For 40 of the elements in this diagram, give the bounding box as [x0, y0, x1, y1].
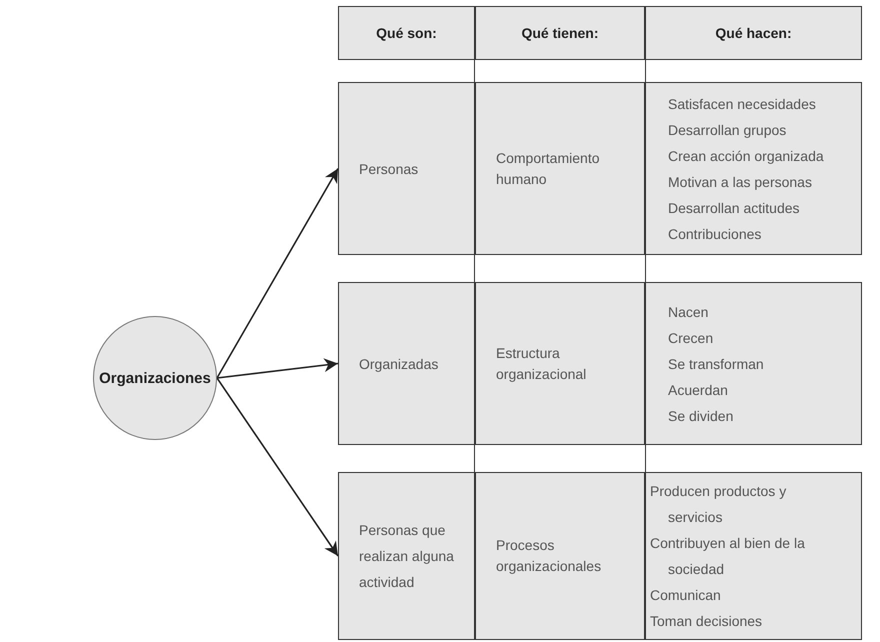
header-cell: [338, 6, 475, 60]
arrow: [216, 358, 338, 379]
list-item: Producen productos y servicios: [649, 482, 788, 527]
list-item: Toman decisiones: [649, 612, 764, 631]
list-item: Contribuyen al bien de la sociedad: [649, 534, 806, 579]
list-item: Acuerdan: [667, 380, 729, 400]
table-cell: [645, 82, 862, 255]
cell-text: Organizadas: [358, 354, 440, 374]
table-cell: [338, 472, 475, 640]
list-item: Desarrollan grupos: [667, 120, 788, 140]
header-cell: [475, 6, 645, 60]
list-item: Contribuciones: [667, 224, 762, 244]
table-cell: [475, 472, 645, 640]
list-item: Motivan a las personas: [667, 172, 813, 192]
list-item: Crecen: [667, 328, 714, 348]
column-heading: Qué hacen:: [714, 24, 793, 42]
node-label: Organizaciones: [99, 370, 211, 386]
table-cell: [338, 282, 475, 445]
list-item: Desarrollan actitudes: [667, 198, 801, 218]
table-cell: [475, 82, 645, 255]
cell-text: Procesos organizacionales: [495, 536, 602, 576]
table-cell: [475, 282, 645, 445]
list-item: Se dividen: [667, 406, 734, 426]
list-item: Crean acción organizada: [667, 146, 825, 166]
list-item: Comunican: [649, 586, 722, 605]
arrow: [216, 378, 339, 556]
cell-text: Personas: [358, 160, 420, 178]
arrow: [216, 168, 339, 378]
list-item: Se transforman: [667, 354, 765, 374]
cell-text: Personas que realizan alguna actividad: [358, 521, 455, 592]
table-cell: [338, 82, 475, 255]
list-item: Nacen: [667, 302, 710, 322]
cell-text: Comportamiento humano: [495, 148, 600, 188]
table-cell: [645, 282, 862, 445]
column-heading: Qué tienen:: [520, 24, 600, 42]
column-heading: Qué son:: [375, 24, 438, 42]
cell-text: Estructura organizacional: [495, 344, 588, 384]
header-cell: [645, 6, 862, 60]
list-item: Satisfacen necesidades: [667, 94, 817, 114]
table-cell: [645, 472, 862, 640]
